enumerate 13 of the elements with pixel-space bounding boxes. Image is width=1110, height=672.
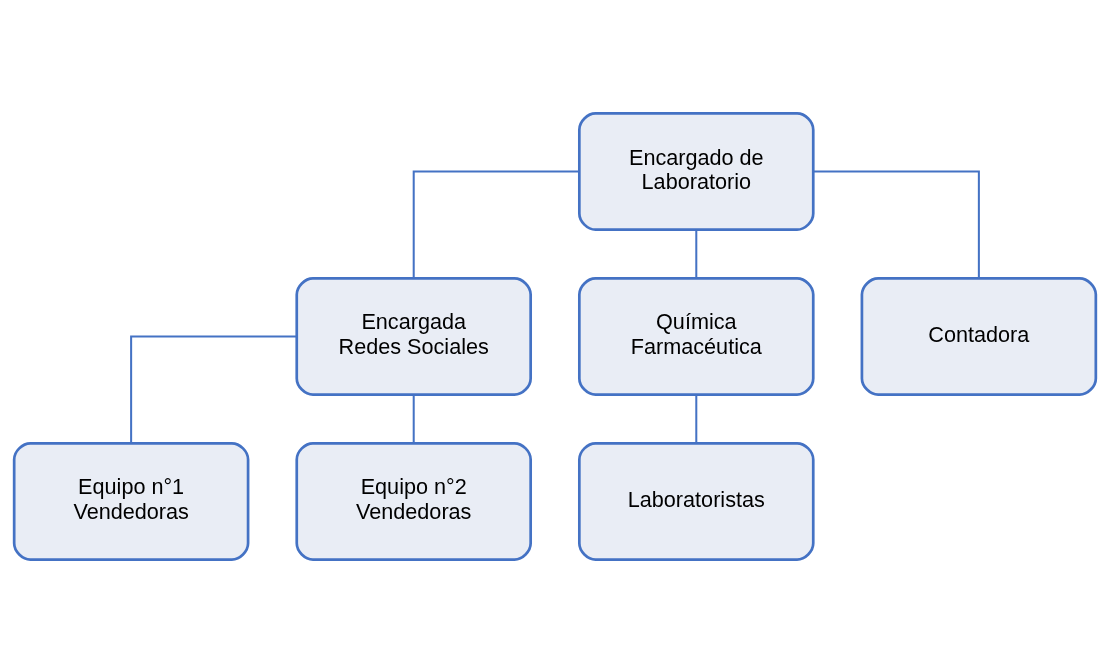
connector — [695, 394, 698, 443]
connector — [412, 170, 580, 278]
node-box: Química Farmacéutica — [578, 276, 815, 396]
connector — [695, 229, 698, 278]
node-box: Encargado de Laboratorio — [578, 111, 815, 231]
node-box: Equipo n°1 Vendedoras — [12, 441, 250, 561]
connector — [412, 394, 415, 443]
connector — [130, 335, 297, 443]
connector — [813, 170, 980, 278]
node-box: Encargada Redes Sociales — [295, 276, 532, 396]
node-box: Contadora — [860, 276, 1098, 396]
node-box: Laboratoristas — [578, 441, 815, 561]
node-box: Equipo n°2 Vendedoras — [295, 441, 532, 561]
